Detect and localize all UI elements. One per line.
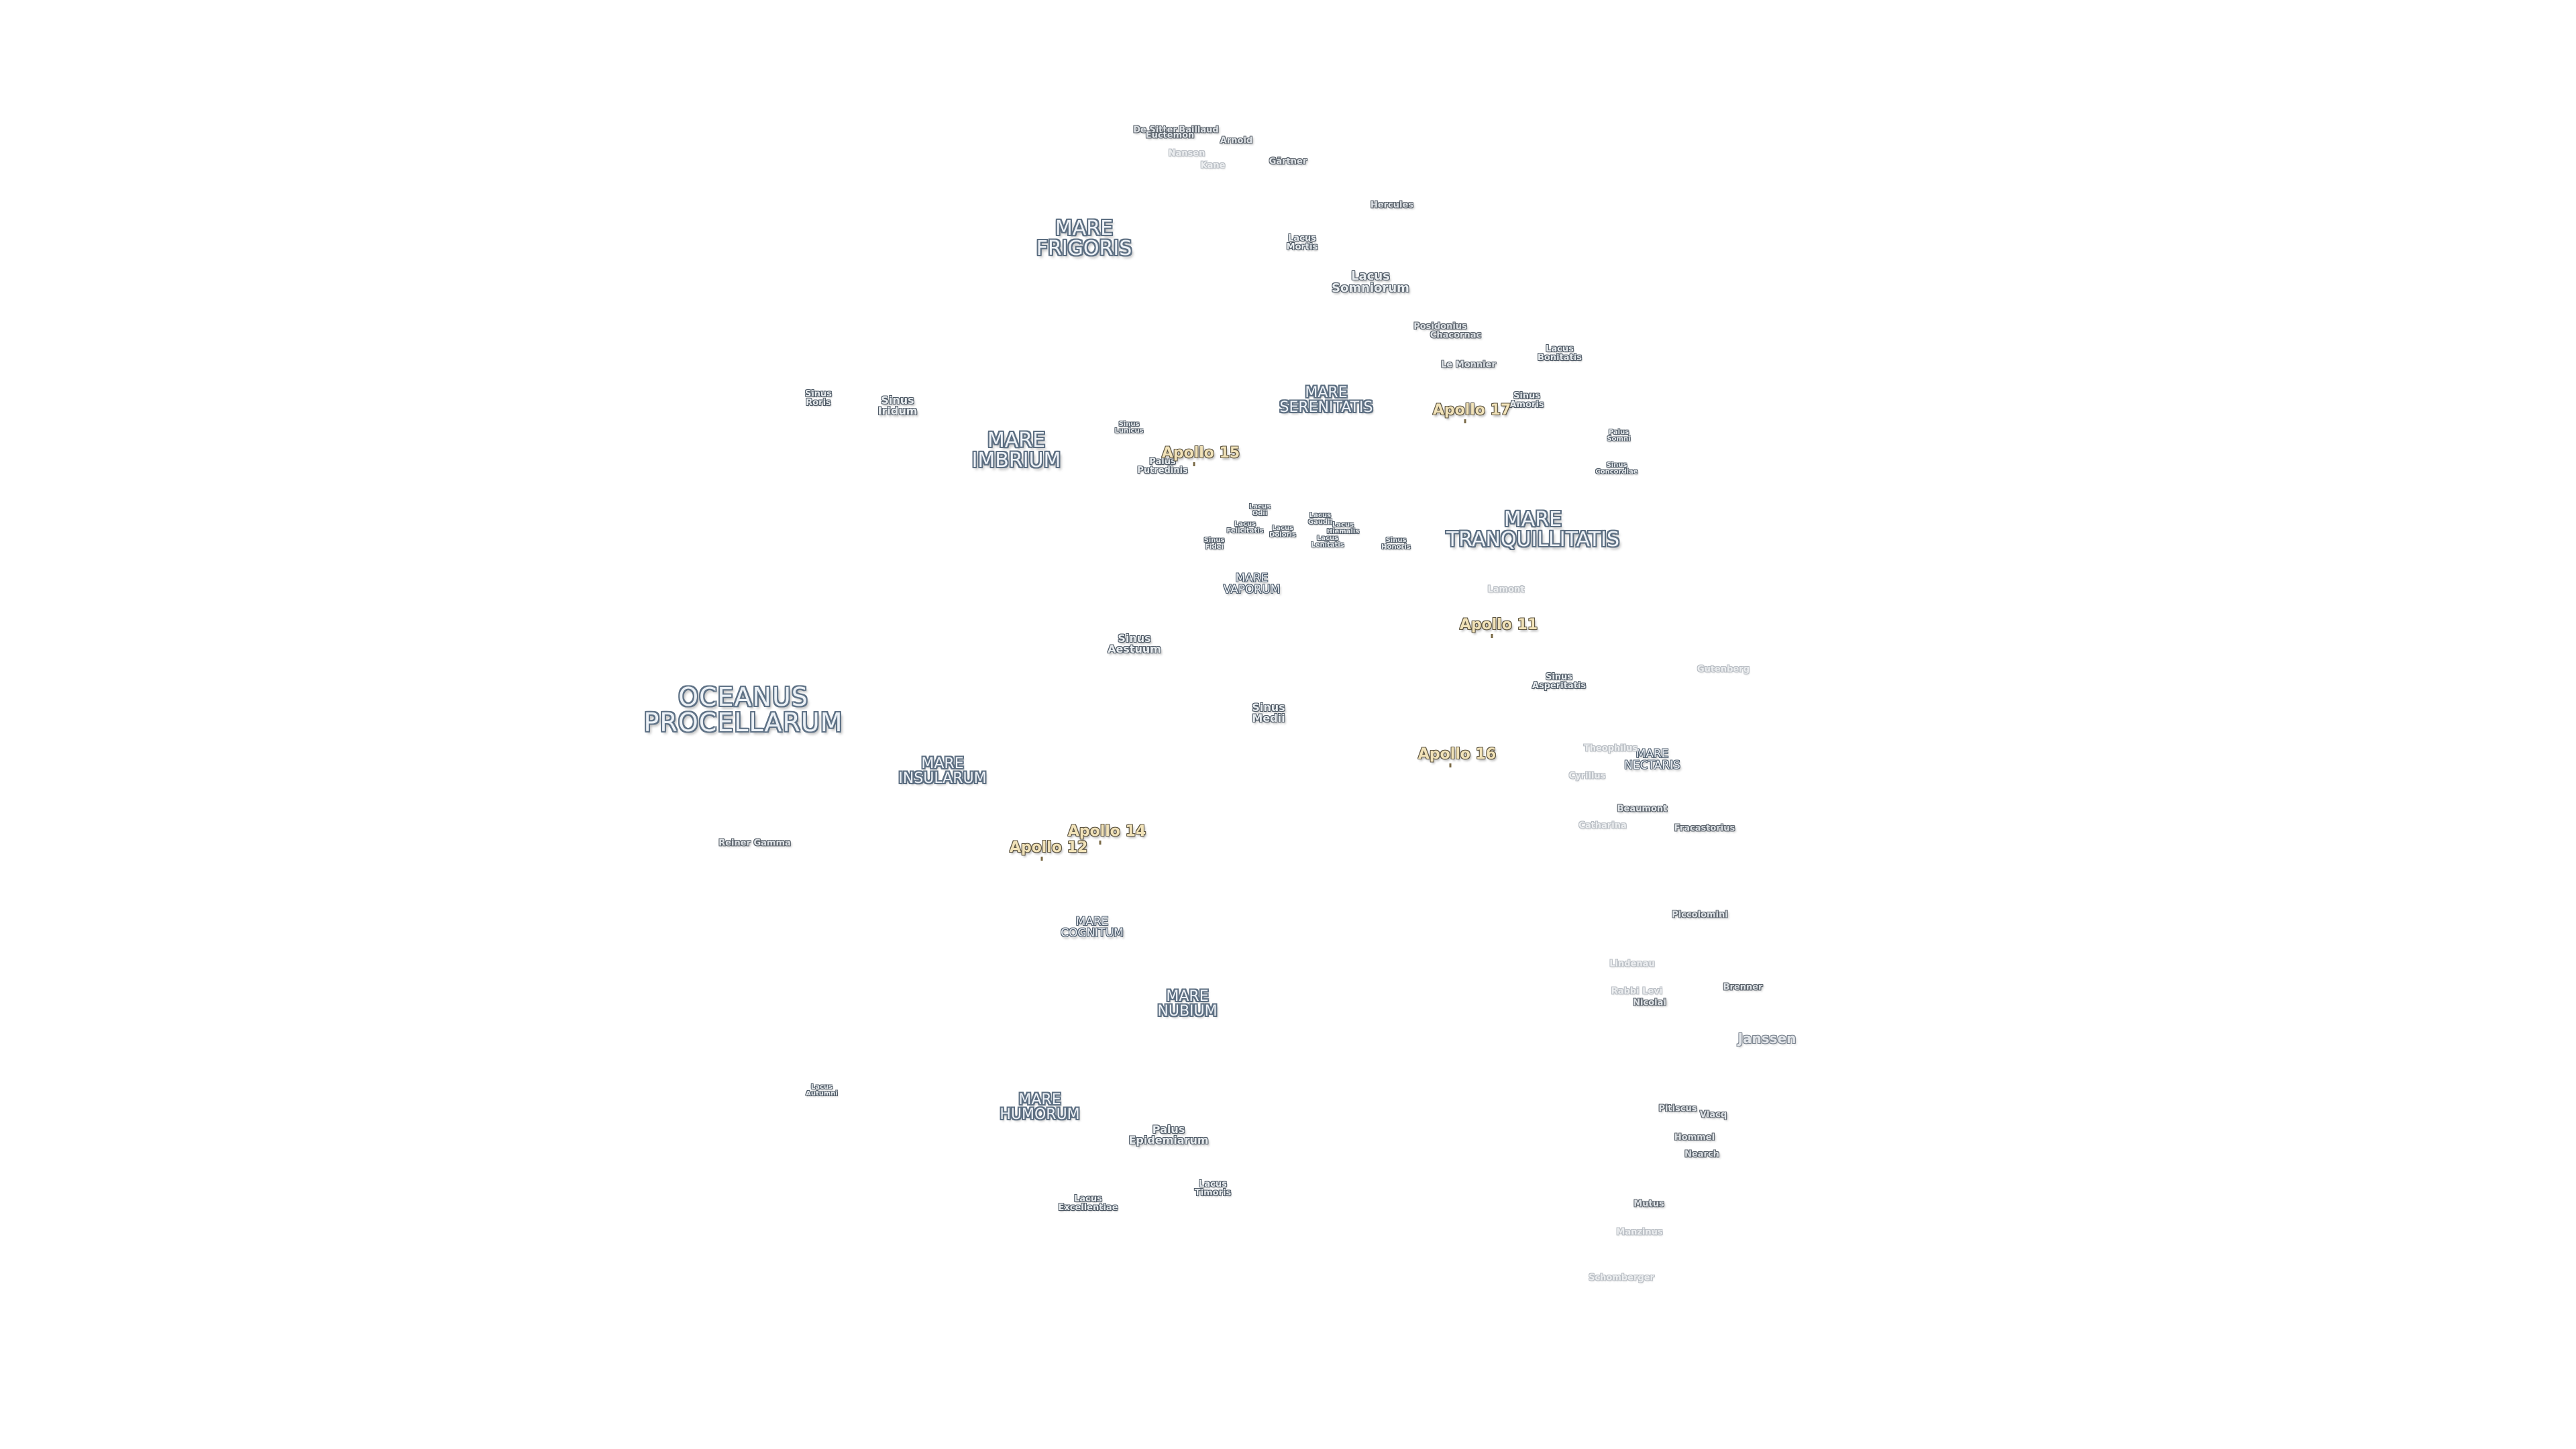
sinus-honoris-label: Sinus Honoris (1381, 537, 1411, 551)
lacus-bonitatis-label: Lacus Bonitatis (1538, 344, 1582, 363)
baillaud-label: Baillaud (1179, 125, 1219, 136)
euctemon-label: Euctemon (1145, 130, 1195, 141)
mare-tranquillitatis-label: MARE TRANQUILLITATIS (1446, 508, 1620, 551)
rabbi-levi-label: Rabbi Levi (1611, 986, 1663, 997)
mare-frigoris-label: MARE FRIGORIS (1036, 217, 1132, 260)
posidonius-label: Posidonius (1413, 321, 1467, 332)
cyrillus-label: Cyrillus (1568, 771, 1606, 782)
apollo-17-label: Apollo 17 (1432, 402, 1511, 419)
chacornac-label: Chacornac (1430, 330, 1482, 341)
vlacq-label: Vlacq (1699, 1110, 1727, 1120)
beaumont-label: Beaumont (1617, 804, 1668, 814)
lacus-timoris-label: Lacus Timoris (1194, 1179, 1232, 1198)
lindenau-label: Lindenau (1609, 959, 1655, 969)
apollo-12-label: Apollo 12 (1009, 839, 1088, 856)
sinus-fidei-label: Sinus Fidei (1203, 537, 1225, 551)
apollo-17-site-marker (1464, 419, 1466, 423)
mare-imbrium-label: MARE IMBRIUM (971, 429, 1061, 472)
palus-somni-label: Palus Somni (1607, 429, 1631, 443)
lamont-label: Lamont (1487, 584, 1525, 595)
lacus-hiemalis-label: Lacus Hiemalis (1326, 521, 1360, 535)
brenner-label: Brenner (1723, 982, 1763, 993)
sinus-lunicus-label: Sinus Lunicus (1114, 421, 1144, 435)
mare-vaporum-label: MARE VAPORUM (1223, 572, 1281, 596)
nicolai-label: Nicolai (1633, 998, 1666, 1008)
sinus-roris-label: Sinus Roris (804, 389, 833, 408)
mare-humorum-label: MARE HUMORUM (1000, 1091, 1080, 1123)
manzinus-label: Manzinus (1616, 1227, 1663, 1238)
lacus-somniorum-label: Lacus Somniorum (1332, 269, 1409, 295)
lacus-felicitatis-label: Lacus Felicitatis (1226, 521, 1264, 535)
pitiscus-label: Pitiscus (1658, 1104, 1697, 1114)
lacus-autumni-label: Lacus Autumni (806, 1083, 838, 1097)
apollo-16-site-marker (1449, 763, 1452, 767)
reiner-gamma-label: Reiner Gamma (718, 838, 791, 849)
sinus-concordiae-label: Sinus Concordiae (1595, 462, 1638, 476)
lacus-mortis-label: Lacus Mortis (1286, 233, 1318, 252)
le-monnier-label: Le Monnier (1441, 360, 1496, 370)
apollo-12-site-marker (1040, 857, 1043, 861)
mutus-label: Mutus (1633, 1199, 1664, 1210)
apollo-16-label: Apollo 16 (1417, 746, 1497, 763)
nearch-label: Nearch (1684, 1149, 1719, 1160)
mare-nectaris-label: MARE NECTARIS (1624, 747, 1680, 772)
lacus-excellentiae-label: Lacus Excellentiae (1058, 1194, 1118, 1213)
apollo-11-label: Apollo 11 (1459, 616, 1538, 633)
catharina-label: Catharina (1578, 820, 1627, 831)
gartner-label: Gärtner (1269, 156, 1307, 167)
palus-epidemiarum-label: Palus Epidemiarum (1128, 1123, 1209, 1146)
lacus-lenitatis-label: Lacus Lenitatis (1311, 535, 1344, 549)
apollo-14-site-marker (1099, 841, 1102, 845)
de-sitter-label: De Sitter (1133, 125, 1177, 136)
lacus-doloris-label: Lacus Doloris (1269, 525, 1296, 539)
mare-nubium-label: MARE NUBIUM (1157, 988, 1218, 1020)
mare-insularum-label: MARE INSULARUM (898, 755, 987, 787)
janssen-label: Janssen (1737, 1030, 1796, 1046)
nansen-label: Nansen (1168, 148, 1205, 159)
theophilus-label: Theophilus (1583, 743, 1638, 754)
hercules-label: Hercules (1370, 200, 1414, 211)
mare-cognitum-label: MARE COGNITUM (1061, 915, 1124, 940)
hommel-label: Hommel (1674, 1132, 1715, 1143)
kane-label: Kane (1200, 160, 1226, 171)
mare-serenitatis-label: MARE SERENITATIS (1279, 384, 1373, 416)
apollo-15-site-marker (1193, 462, 1195, 466)
arnold-label: Arnold (1220, 136, 1253, 146)
sinus-amoris-label: Sinus Amoris (1509, 391, 1544, 410)
fracastorius-label: Fracastorius (1674, 823, 1735, 834)
apollo-14-label: Apollo 14 (1067, 823, 1146, 840)
lacus-gaudii-label: Lacus Gaudii (1307, 512, 1333, 526)
sinus-asperitatis-label: Sinus Asperitatis (1532, 672, 1587, 691)
apollo-15-label: Apollo 15 (1161, 445, 1240, 462)
oceanus-procellarum-label: OCEANUS PROCELLARUM (643, 682, 843, 737)
apollo-11-site-marker (1491, 634, 1493, 638)
schomberger-label: Schomberger (1589, 1273, 1654, 1283)
sinus-medii-label: Sinus Medii (1252, 701, 1285, 724)
gutenberg-label: Gutenberg (1697, 664, 1750, 675)
lacus-odii-label: Lacus Odii (1248, 503, 1271, 517)
sinus-aestuum-label: Sinus Aestuum (1108, 632, 1161, 655)
piccolomini-label: Piccolomini (1672, 910, 1728, 920)
palus-putredinis-label: Palus Putredinis (1137, 457, 1188, 476)
sinus-iridum-label: Sinus Iridum (877, 394, 918, 417)
